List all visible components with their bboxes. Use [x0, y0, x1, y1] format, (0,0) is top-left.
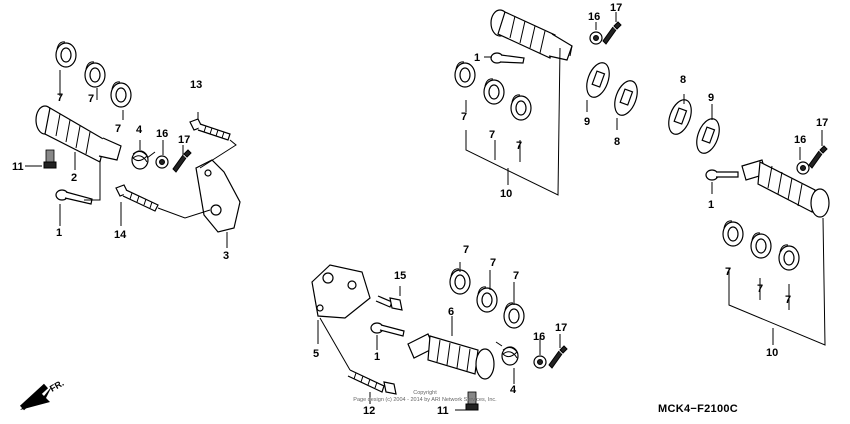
- callout-7: 7: [757, 283, 763, 295]
- collar-part-7: [84, 61, 106, 88]
- direction-label: FR.: [48, 378, 66, 394]
- callout-7: 7: [490, 257, 496, 269]
- washer-part-9: [691, 115, 725, 157]
- left-front-footpeg-assembly: [25, 41, 241, 248]
- collar-part-7: [449, 268, 471, 295]
- washer-part-8: [663, 96, 697, 138]
- callout-7: 7: [489, 129, 495, 141]
- callout-11: 11: [437, 405, 449, 417]
- callout-13: 13: [190, 79, 202, 91]
- washer-part-16: [589, 31, 603, 45]
- washer-part-9: [581, 59, 615, 101]
- bracket-part-5: [311, 264, 371, 319]
- callout-8: 8: [614, 136, 620, 148]
- callout-7: 7: [88, 93, 94, 105]
- callout-9: 9: [584, 116, 590, 128]
- callout-15: 15: [394, 270, 406, 282]
- callout-3: 3: [223, 250, 229, 262]
- bolt-part-13: [189, 118, 231, 141]
- collar-part-7: [110, 81, 132, 108]
- collar-part-7: [476, 286, 498, 313]
- pin-part-1: [490, 52, 525, 64]
- front-direction-arrow-icon: [19, 383, 52, 411]
- left-rear-footpeg-assembly: [663, 94, 830, 346]
- right-front-footpeg-assembly: [454, 9, 643, 196]
- collar-part-7: [510, 94, 532, 121]
- cotter-pin-part-17: [808, 145, 828, 169]
- callout-1: 1: [474, 52, 480, 64]
- footpeg-part-6: [407, 333, 495, 380]
- callout-1: 1: [374, 351, 380, 363]
- footpeg-part-10: [741, 159, 830, 218]
- bolt-part-14: [115, 184, 159, 212]
- cotter-pin-part-17: [172, 149, 192, 173]
- callout-16: 16: [588, 11, 600, 23]
- callout-4: 4: [510, 384, 517, 396]
- callout-12: 12: [363, 405, 375, 417]
- collar-part-7: [55, 41, 77, 68]
- callout-7: 7: [115, 123, 121, 135]
- collar-part-7: [454, 61, 476, 88]
- collar-part-7: [722, 220, 744, 247]
- bolt-part-12: [347, 369, 397, 395]
- callout-7: 7: [725, 266, 731, 278]
- spring-part-4: [131, 150, 156, 170]
- callout-16: 16: [794, 134, 806, 146]
- footpeg-part-10: [490, 9, 573, 61]
- washer-part-16: [533, 355, 547, 369]
- collar-part-7: [503, 302, 525, 329]
- callout-4: 4: [136, 124, 143, 136]
- pin-part-1: [705, 169, 739, 181]
- bolt-part-15: [375, 295, 403, 311]
- callout-2: 2: [71, 172, 77, 184]
- washer-part-16: [796, 161, 810, 175]
- callout-11: 11: [12, 161, 24, 173]
- callout-17: 17: [178, 134, 190, 146]
- right-rear-footpeg-assembly: [311, 262, 568, 411]
- diagram-code: MCK4−F2100C: [658, 403, 738, 415]
- callout-7: 7: [516, 140, 522, 152]
- callout-8: 8: [680, 74, 686, 86]
- spring-part-4: [495, 341, 519, 366]
- callout-7: 7: [461, 111, 467, 123]
- cotter-pin-part-17: [548, 345, 568, 369]
- washer-part-8: [609, 77, 643, 119]
- callout-17: 17: [555, 322, 567, 334]
- callout-1: 1: [56, 227, 62, 239]
- collar-part-7: [750, 232, 772, 259]
- callout-7: 7: [57, 92, 63, 104]
- callout-14: 14: [114, 229, 127, 241]
- callout-7: 7: [463, 244, 469, 256]
- bolt-part-11: [43, 149, 57, 169]
- callout-16: 16: [533, 331, 545, 343]
- callout-10: 10: [766, 347, 778, 359]
- pin-part-1: [370, 322, 405, 337]
- callout-17: 17: [816, 117, 828, 129]
- bracket-part-3: [195, 159, 241, 233]
- collar-part-7: [483, 78, 505, 105]
- callout-1: 1: [708, 199, 714, 211]
- collar-part-7: [778, 244, 800, 271]
- callout-9: 9: [708, 92, 714, 104]
- callout-17: 17: [610, 2, 622, 14]
- callout-7: 7: [513, 270, 519, 282]
- callout-5: 5: [313, 348, 319, 360]
- washer-part-16: [155, 155, 169, 169]
- callout-16: 16: [156, 128, 168, 140]
- callout-10: 10: [500, 188, 512, 200]
- callout-7: 7: [785, 294, 791, 306]
- cotter-pin-part-17: [602, 21, 622, 45]
- copyright-line: Copyright: [413, 390, 437, 396]
- bolt-part-11: [465, 391, 479, 411]
- callout-6: 6: [448, 306, 454, 318]
- pin-part-1: [55, 189, 93, 205]
- copyright-notice: Page design (c) 2004 - 2014 by ARI Netwo…: [353, 397, 497, 403]
